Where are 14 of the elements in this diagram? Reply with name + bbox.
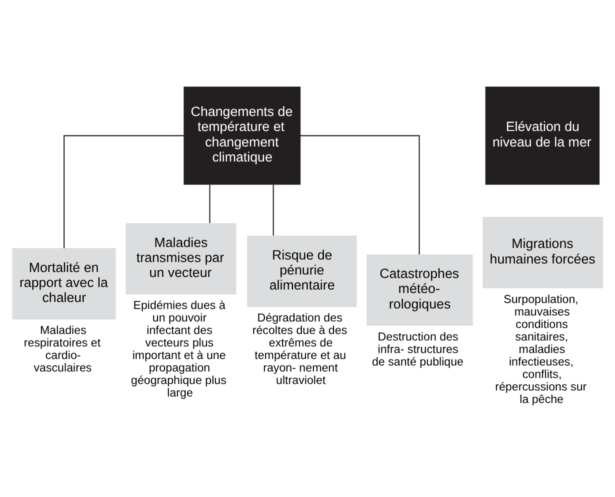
node-label: Epidémies dues à un pouvoir infectant des vecteurs plus important et à une propagation géographique plus large xyxy=(131,298,226,400)
node-label: Maladies respiratoires et cardio- vasculaires xyxy=(24,324,101,374)
connector xyxy=(209,184,210,223)
node-box: Risque de pénurie alimentaire xyxy=(247,235,357,306)
node-box: Migrations humaines forcées xyxy=(482,216,604,288)
node-box: Mortalité en rapport avec la chaleur xyxy=(12,248,116,319)
node-box: Maladies transmises par un vecteur xyxy=(126,222,236,294)
node-label: Destruction des infra- structures de santé publique xyxy=(372,330,464,368)
node-box: Catastrophes météo- rologiques xyxy=(366,254,473,326)
node-box: Changements de température et changement climatique xyxy=(184,86,301,184)
connector xyxy=(272,184,274,236)
node-label: Dégradation des récoltes due à des extrêmes de température et au rayon- nement ultraviolet xyxy=(252,311,348,387)
node-label: Surpopulation, mauvaises conditions sanitaires, maladies infectieuses, conflits, répercussions sur la pêche xyxy=(495,292,587,406)
node-box: Elévation du niveau de la mer xyxy=(485,86,600,184)
